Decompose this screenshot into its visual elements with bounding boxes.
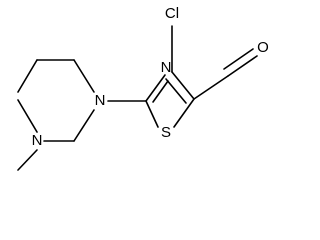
atom-thiazole-sulfur: S xyxy=(161,124,171,141)
bond-c2-n3-double xyxy=(152,80,169,103)
atom-thiazole-nitrogen: N xyxy=(161,59,172,76)
bond-cc-n1 xyxy=(73,109,95,142)
chemical-structure-diagram: Cl O N S N N xyxy=(17,5,269,171)
bond-c-o-double xyxy=(223,48,254,70)
atom-piperazine-nitrogen-lower: N xyxy=(32,132,43,149)
bond-c5-s1 xyxy=(173,98,195,128)
bond-c-o xyxy=(227,55,258,77)
bond-c5-cho xyxy=(193,75,229,100)
bond-n4-cd xyxy=(17,99,38,133)
bond-cb-n4 xyxy=(17,59,38,93)
thiazole-ring xyxy=(145,25,195,128)
bond-s1-c2 xyxy=(145,100,159,128)
bond-c2-n3 xyxy=(145,74,166,102)
atom-chlorine: Cl xyxy=(165,5,179,22)
bond-n4-methyl xyxy=(17,149,38,171)
atom-oxygen: O xyxy=(257,39,269,56)
bond-c4-c5 xyxy=(171,71,195,100)
aldehyde-group xyxy=(193,48,258,100)
piperazine-ring xyxy=(17,59,95,171)
bond-c4-c5-double xyxy=(165,78,187,104)
bond-n1-ca xyxy=(73,59,95,93)
atom-piperazine-nitrogen-upper: N xyxy=(95,92,106,109)
